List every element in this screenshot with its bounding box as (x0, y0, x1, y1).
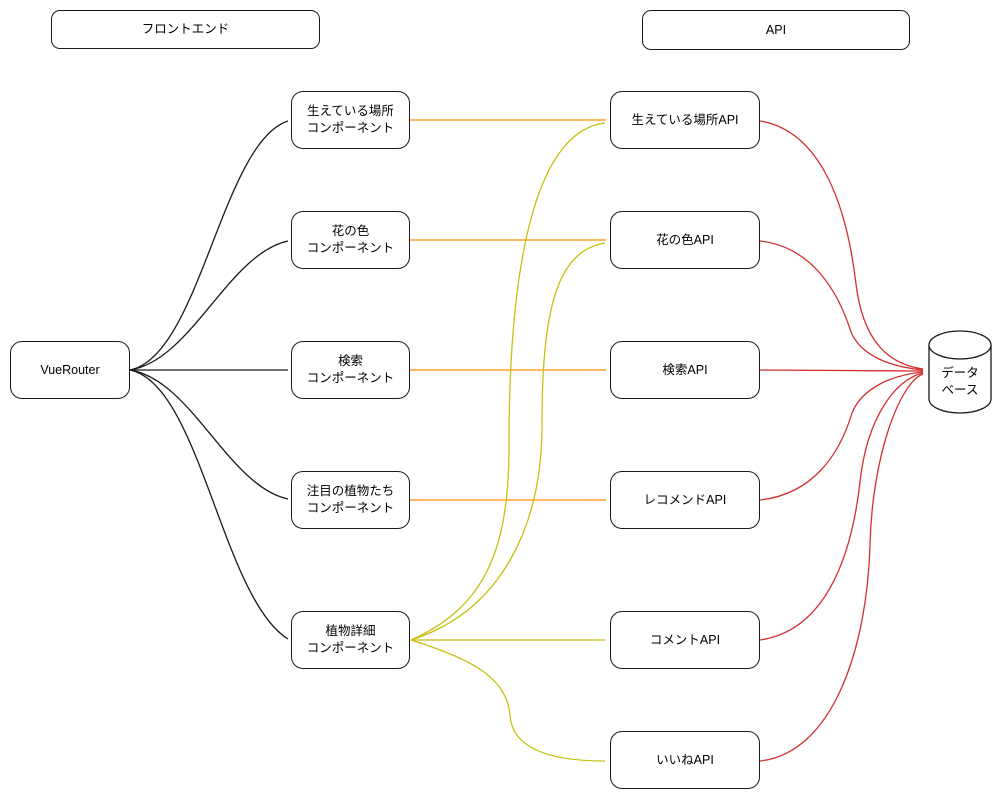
node-component-growing-place: 生えている場所 コンポーネント (291, 91, 410, 149)
section-label-api: API (642, 10, 910, 50)
node-database-label: データ ベース (941, 366, 979, 397)
edge-vuerouter-to-component-growing-place (129, 120, 289, 371)
database-cylinder (928, 330, 992, 414)
node-api-comment: コメントAPI (610, 611, 760, 669)
edge-plant-detail-to-growing-place-api (410, 122, 606, 641)
node-api-search: 検索API (610, 341, 760, 399)
node-component-featured-plants: 注目の植物たち コンポーネント (291, 471, 410, 529)
edge-vuerouter-to-component-flower-color (129, 240, 289, 371)
edge-flower-color-api-to-database (759, 240, 924, 371)
edge-growing-place-api-to-database (759, 120, 924, 370)
edge-plant-detail-to-like-api (410, 639, 606, 762)
edge-vuerouter-to-component-featured-plants (129, 369, 289, 500)
edge-plant-detail-to-flower-color-api (410, 242, 606, 641)
node-api-like: いいねAPI (610, 731, 760, 789)
node-component-plant-detail: 植物詳細 コンポーネント (291, 611, 410, 669)
edge-comment-api-to-database (759, 372, 924, 641)
edge-search-api-to-database (759, 369, 924, 372)
node-api-flower-color: 花の色API (610, 211, 760, 269)
node-api-growing-place: 生えている場所API (610, 91, 760, 149)
edge-like-api-to-database (759, 373, 924, 762)
edge-vuerouter-to-component-plant-detail (129, 369, 289, 640)
section-label-frontend: フロントエンド (51, 10, 320, 49)
node-component-flower-color: 花の色 コンポーネント (291, 211, 410, 269)
node-vuerouter: VueRouter (10, 341, 130, 399)
edge-recommend-api-to-database (759, 371, 924, 501)
node-component-search: 検索 コンポーネント (291, 341, 410, 399)
node-api-recommend: レコメンドAPI (610, 471, 760, 529)
